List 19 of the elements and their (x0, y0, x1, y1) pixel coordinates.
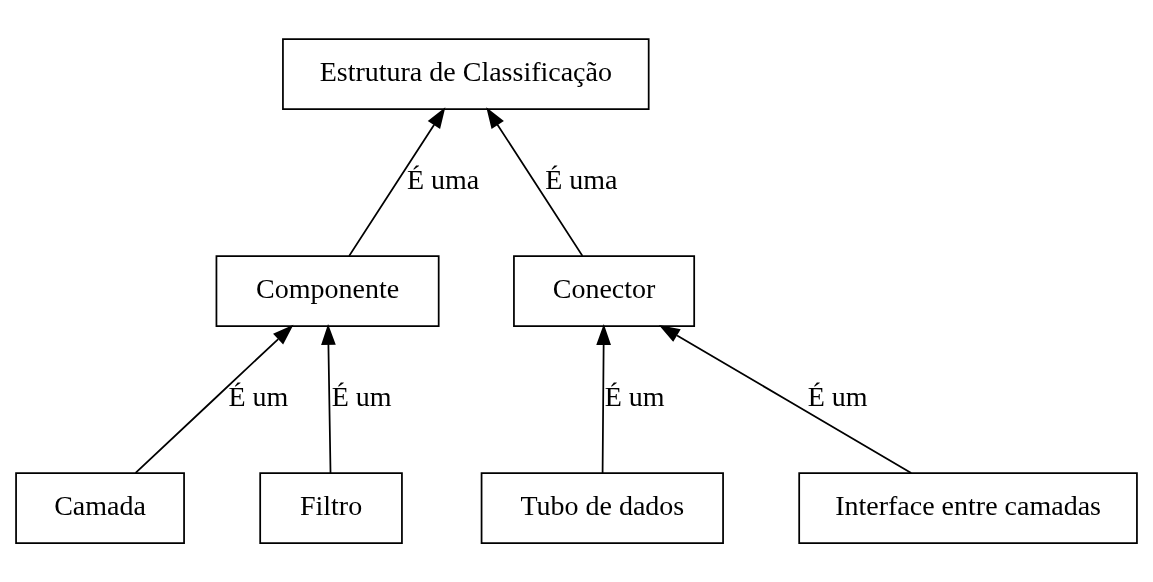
edge-label: É um (331, 381, 392, 413)
edge-label: É um (228, 381, 289, 413)
arrow (134, 324, 294, 474)
edge-label: É um (604, 381, 665, 413)
edge-label: É uma (406, 164, 480, 196)
node-box: Componente (215, 255, 440, 327)
arrow (321, 323, 336, 474)
edge-label: É uma (545, 164, 618, 196)
arrow (348, 107, 446, 257)
node-box: Interface entre camadas (798, 472, 1138, 544)
arrow (486, 107, 584, 257)
arrow (658, 324, 913, 474)
node-box: Camada (15, 472, 185, 544)
node-box: Filtro (259, 472, 403, 544)
edge-label: É um (807, 381, 868, 413)
node-box: Tubo de dados (480, 472, 724, 544)
arrow (596, 323, 611, 474)
node-box: Conector (513, 255, 696, 327)
node-box: Estrutura de Classificação (282, 38, 650, 110)
